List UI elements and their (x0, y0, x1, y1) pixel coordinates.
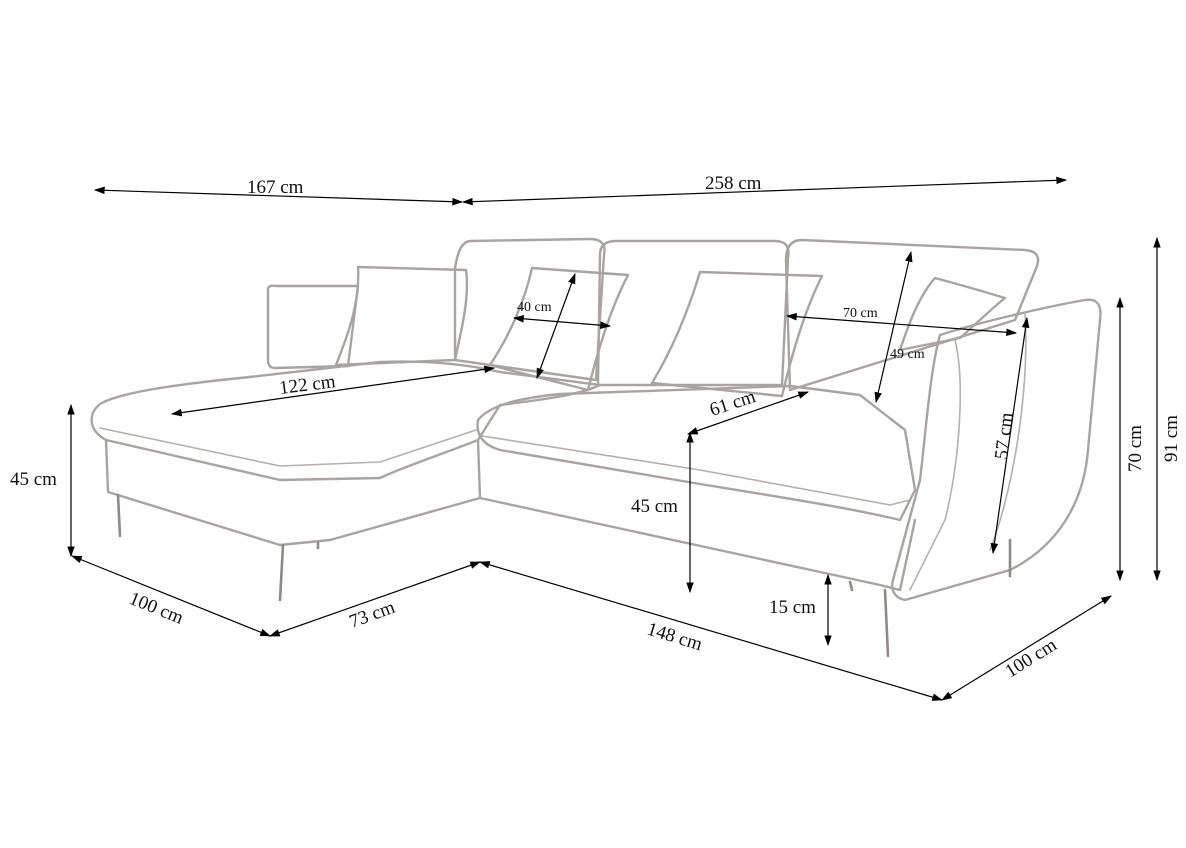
chaise-base (104, 438, 482, 547)
dim-line-122 (170, 365, 496, 417)
label-167: 167 cm (247, 177, 304, 198)
label-100-left: 100 cm (126, 588, 186, 629)
throw-pillow-4 (898, 276, 1007, 352)
dim-line-167 (93, 186, 464, 206)
label-258: 258 cm (705, 173, 762, 194)
right-arm (891, 298, 1102, 602)
main-seat (476, 384, 917, 522)
label-73: 73 cm (347, 597, 399, 633)
label-70-arm: 70 cm (1125, 425, 1146, 472)
dim-line-100-right (941, 595, 1112, 701)
dimension-lines (67, 176, 1161, 701)
leg-4 (883, 588, 890, 658)
right-arm-inner (909, 339, 962, 591)
label-100-right: 100 cm (1002, 634, 1061, 682)
dim-line-100-left (70, 555, 272, 637)
dim-line-73 (268, 561, 482, 637)
dim-line-61 (686, 391, 810, 435)
dim-line-57 (990, 316, 1030, 555)
dim-line-258 (461, 176, 1068, 206)
throw-pillow-1 (334, 265, 469, 367)
label-148: 148 cm (645, 619, 705, 656)
label-15: 15 cm (769, 597, 816, 618)
chaise-seat (90, 360, 602, 482)
main-seat-piping (481, 435, 911, 506)
leg-2 (278, 543, 285, 602)
label-49: 49 cm (890, 347, 925, 362)
label-45-left: 45 cm (10, 469, 57, 490)
dim-line-148 (478, 561, 944, 701)
back-cushion-middle (596, 239, 790, 387)
sofa-illustration (90, 237, 1102, 658)
label-57: 57 cm (991, 411, 1018, 460)
dim-line-40-h (536, 272, 576, 380)
back-cushion-right (784, 238, 1040, 392)
back-cushion-left (453, 237, 606, 382)
back-cushion-chaise (266, 284, 360, 370)
label-40: 40 cm (517, 300, 552, 315)
leg-6 (848, 580, 854, 592)
label-122: 122 cm (278, 371, 337, 399)
leg-1 (116, 493, 122, 538)
chaise-seat-piping (99, 427, 477, 467)
label-91: 91 cm (1161, 415, 1182, 462)
throw-pillow-2 (488, 266, 630, 392)
dim-line-40-w (512, 315, 612, 329)
label-45-seat: 45 cm (631, 496, 678, 517)
dim-line-49 (874, 250, 913, 404)
throw-pillow-3 (650, 270, 824, 398)
label-70-cushion: 70 cm (843, 306, 878, 321)
main-base (478, 496, 917, 592)
